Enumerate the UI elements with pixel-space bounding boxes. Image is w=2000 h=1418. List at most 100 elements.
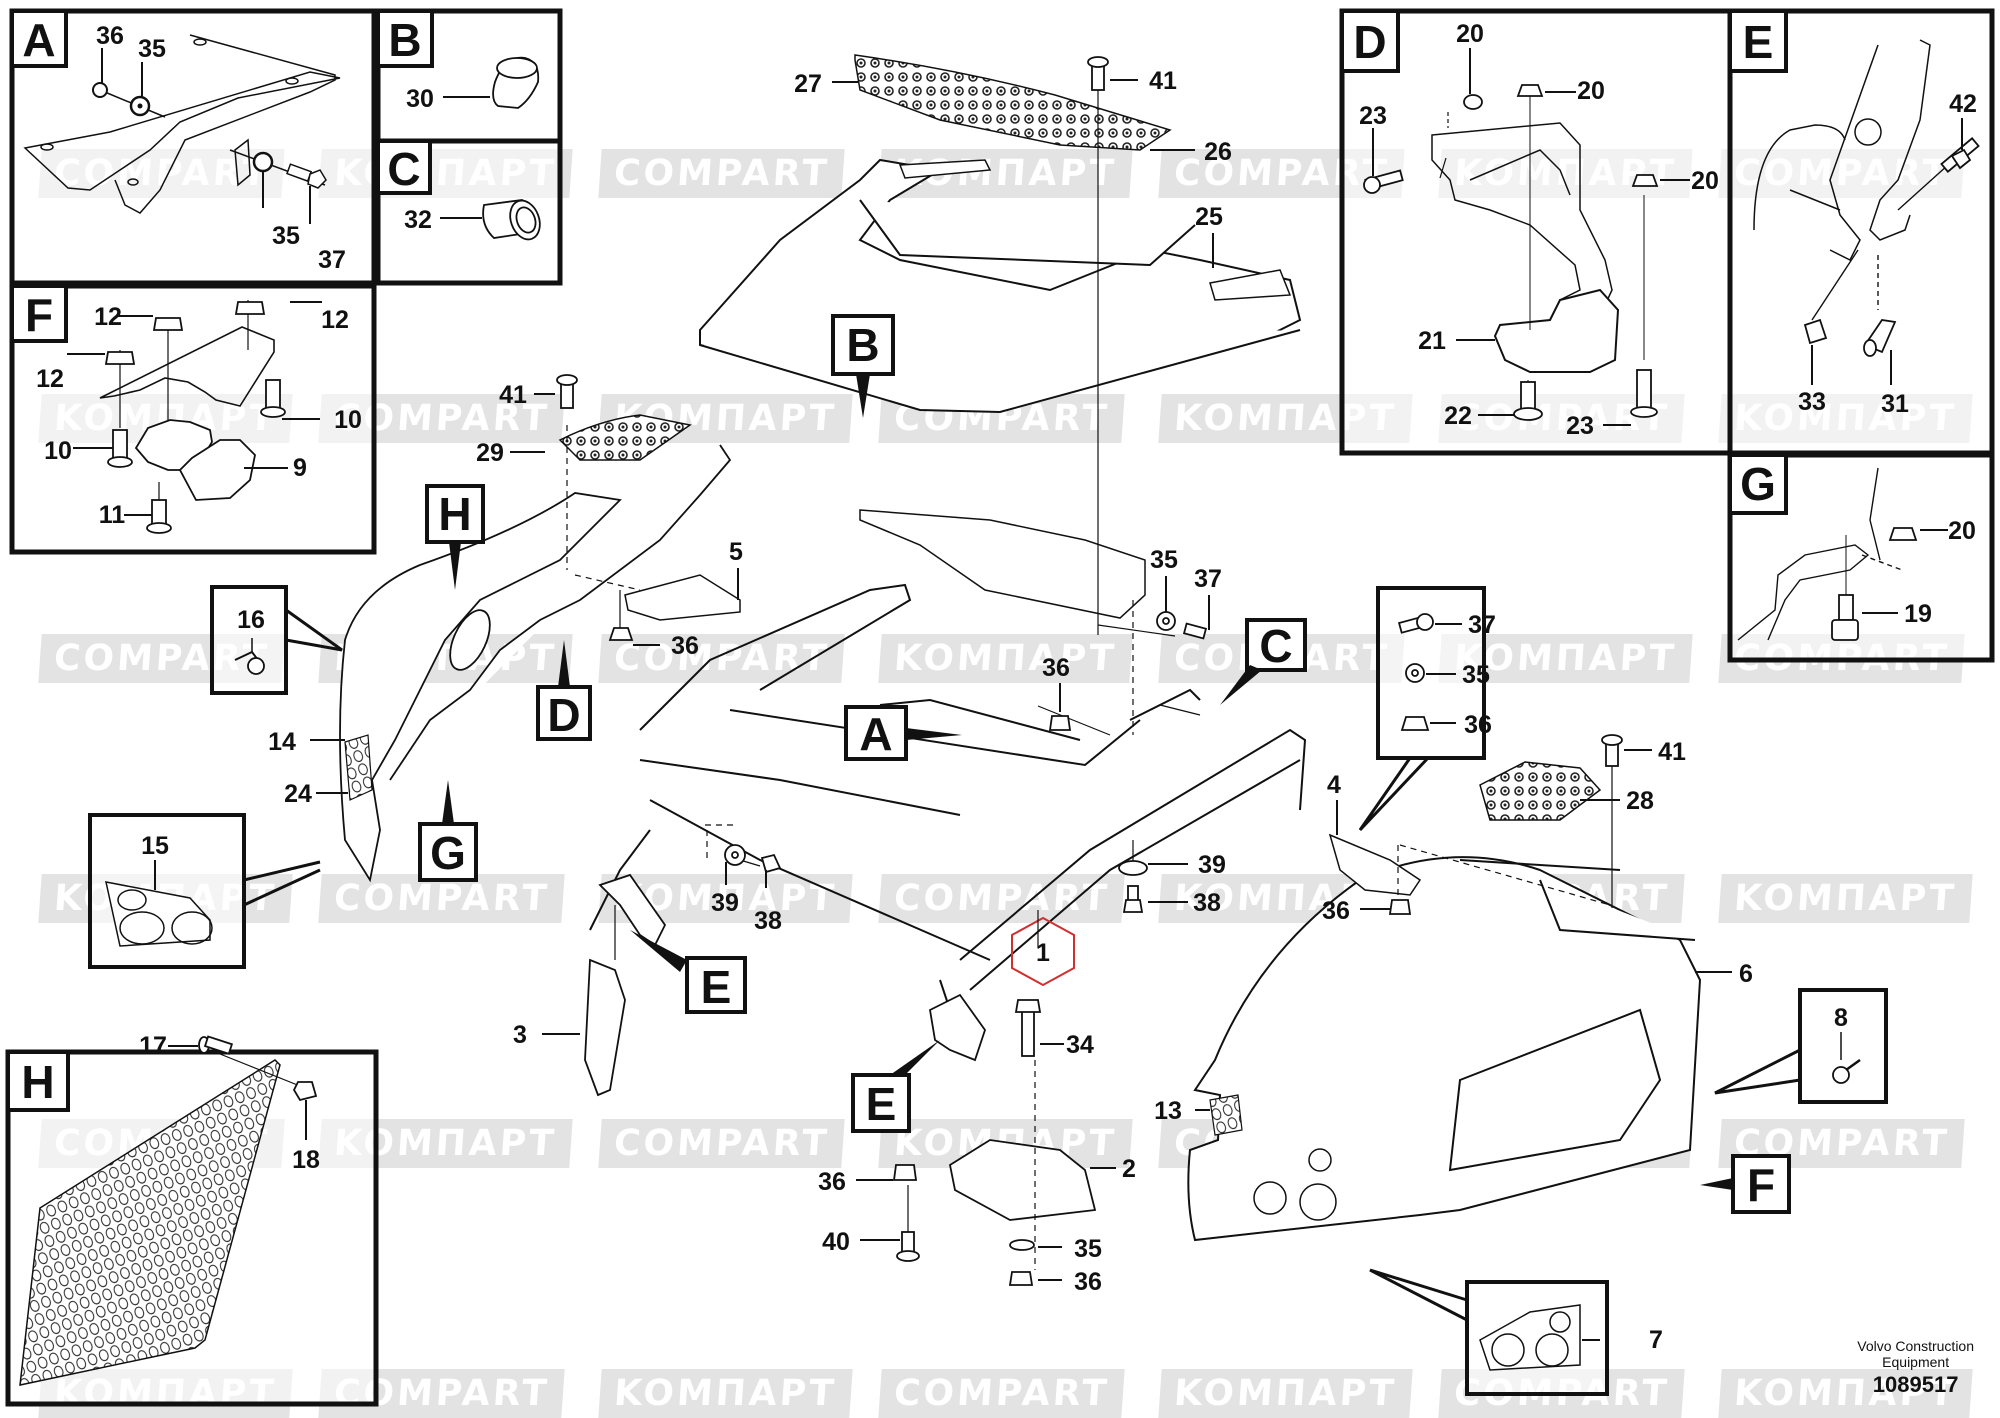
reference-marker-a: A — [844, 705, 962, 761]
svg-text:G: G — [430, 827, 466, 879]
headlamps — [1253, 1148, 1337, 1221]
reference-marker-e-upper: E — [630, 930, 747, 1014]
front-hood-6 — [1187, 856, 1702, 1242]
bracket-g — [1737, 467, 1903, 641]
label-4: 4 — [1327, 771, 1341, 799]
label-11: 11 — [99, 501, 126, 529]
label-20: 20 — [1577, 77, 1605, 105]
grille-13 — [1209, 1094, 1243, 1136]
label-35: 35 — [1150, 546, 1178, 574]
svg-text:D: D — [547, 689, 580, 741]
label-41: 41 — [499, 381, 527, 409]
label-36: 36 — [1042, 654, 1070, 682]
label-6: 6 — [1739, 960, 1753, 988]
anti-slip-mat-27-26 — [854, 54, 1172, 151]
label-35: 35 — [138, 35, 166, 63]
panel-letter-d: D — [1353, 16, 1386, 68]
plug-icon — [492, 56, 540, 109]
svg-text:F: F — [1747, 1159, 1775, 1211]
hinge-right — [929, 993, 986, 1062]
label-35: 35 — [1462, 661, 1490, 689]
label-36: 36 — [96, 22, 124, 50]
label-3: 3 — [513, 1021, 527, 1049]
label-38: 38 — [754, 907, 782, 935]
detail-panel-h: H 17 18 — [5, 1032, 379, 1407]
label-12: 12 — [321, 306, 349, 334]
label-37: 37 — [1468, 611, 1496, 639]
label-25: 25 — [1195, 203, 1223, 231]
detail-panel-c: C 32 — [375, 138, 563, 286]
label-22: 22 — [1444, 402, 1472, 430]
label-5: 5 — [729, 538, 743, 566]
label-7: 7 — [1649, 1326, 1663, 1354]
label-36: 36 — [1322, 897, 1350, 925]
bracket-3 — [584, 958, 626, 1097]
label-14: 14 — [268, 728, 296, 756]
label-30: 30 — [406, 85, 434, 113]
svg-text:A: A — [859, 708, 892, 760]
label-12: 12 — [36, 365, 64, 393]
reference-marker-b: B — [831, 314, 895, 418]
label-37: 37 — [1194, 565, 1222, 593]
anti-slip-mat-29 — [558, 414, 692, 461]
label-33: 33 — [1798, 388, 1826, 416]
detail-panel-d: D — [1339, 8, 1733, 456]
label-37: 37 — [318, 246, 346, 274]
label-2: 2 — [1122, 1155, 1136, 1183]
label-32: 32 — [404, 206, 432, 234]
mount-block-f — [134, 419, 256, 501]
hinge-e — [1753, 39, 1931, 262]
label-27: 27 — [794, 70, 822, 98]
label-10: 10 — [334, 406, 362, 434]
label-36: 36 — [818, 1168, 846, 1196]
callout-box-hardware: 37 35 36 — [1358, 586, 1496, 832]
detail-panel-g: G 20 19 — [1727, 452, 1995, 663]
stud-10 — [107, 379, 286, 534]
label-20: 20 — [1691, 167, 1719, 195]
label-23: 23 — [1566, 412, 1594, 440]
detail-panel-e: E — [1727, 8, 1995, 456]
label-29: 29 — [476, 439, 504, 467]
panel-letter-e: E — [1743, 16, 1774, 68]
label-39: 39 — [711, 889, 739, 917]
label-36: 36 — [1074, 1268, 1102, 1296]
label-40: 40 — [822, 1228, 850, 1256]
label-18: 18 — [292, 1146, 320, 1174]
manufacturer-line-2: Equipment — [1882, 1354, 1950, 1370]
reference-marker-d: D — [536, 640, 592, 741]
panel-letter-b: B — [388, 14, 421, 66]
reference-marker-f: F — [1700, 1154, 1791, 1214]
label-17: 17 — [139, 1032, 167, 1060]
svg-text:C: C — [1259, 620, 1292, 672]
label-41: 41 — [1149, 67, 1177, 95]
bracket-plate-a — [23, 34, 341, 214]
panel-letter-f: F — [25, 289, 53, 341]
plate-f — [99, 326, 275, 407]
label-26: 26 — [1204, 138, 1232, 166]
grommet-icon — [482, 199, 541, 241]
label-28: 28 — [1626, 787, 1654, 815]
reference-marker-e-lower: E — [851, 1040, 940, 1133]
label-31: 31 — [1881, 390, 1909, 418]
manufacturer-line-1: Volvo Construction — [1857, 1338, 1974, 1354]
hood-plate — [859, 509, 1146, 619]
svg-text:E: E — [701, 961, 732, 1013]
label-12: 12 — [94, 303, 122, 331]
label-13: 13 — [1154, 1097, 1182, 1125]
label-39: 39 — [1198, 851, 1226, 879]
bracket-5 — [624, 574, 741, 621]
engine-hood-25 — [699, 158, 1302, 414]
label-38: 38 — [1193, 889, 1221, 917]
label-23: 23 — [1359, 102, 1387, 130]
nut-12 — [104, 301, 266, 365]
main-assembly: 1 — [268, 54, 1753, 1296]
label-1: 1 — [1036, 939, 1050, 967]
detail-panel-f: F — [9, 283, 377, 555]
mount-block-d — [1493, 288, 1620, 373]
label-35: 35 — [1074, 1235, 1102, 1263]
label-10: 10 — [44, 437, 72, 465]
svg-text:E: E — [866, 1078, 897, 1130]
label-41: 41 — [1658, 738, 1686, 766]
